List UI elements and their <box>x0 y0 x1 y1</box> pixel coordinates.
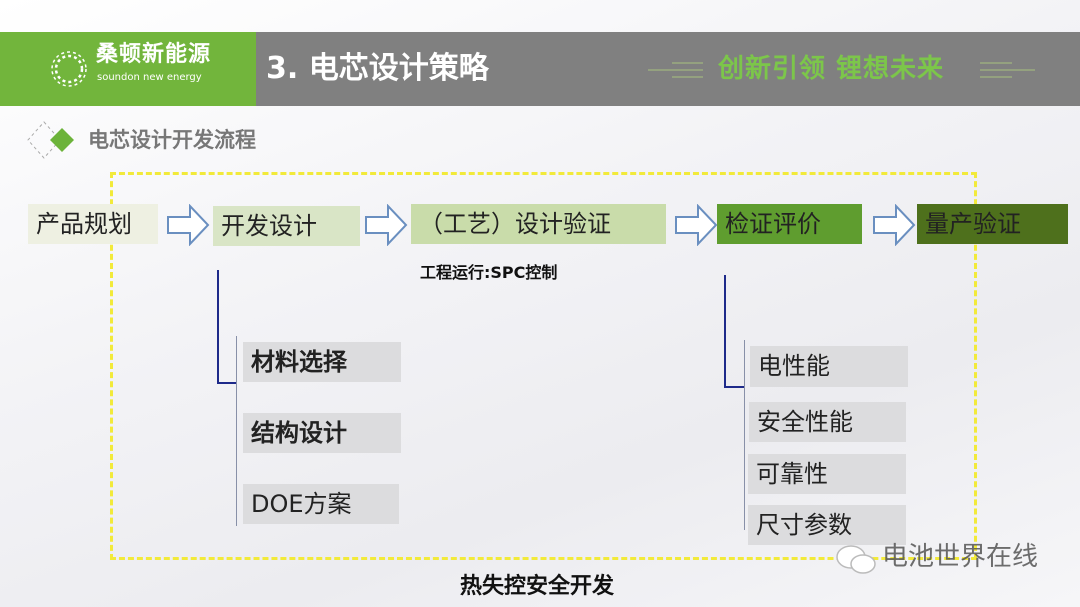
slogan-lines-right-icon <box>980 62 1035 78</box>
design-item: 结构设计 <box>243 413 401 453</box>
logo-sun-icon <box>51 51 87 87</box>
section-title: 电芯设计开发流程 <box>88 128 256 152</box>
bracket-line <box>724 275 726 388</box>
slogan: 创新引领 锂想未来 <box>718 54 945 84</box>
flow-step-product-planning: 产品规划 <box>28 204 158 244</box>
watermark: 电池世界在线 <box>882 542 1039 572</box>
header-title-bar <box>256 32 1080 106</box>
arrow-right-icon <box>167 204 210 246</box>
bracket-line <box>744 340 745 530</box>
diamond-bullet-icon <box>27 121 74 159</box>
bracket-line <box>217 382 237 384</box>
slogan-lines-left-icon <box>648 62 703 78</box>
logo-text: 桑顿新能源 <box>96 42 212 67</box>
eval-item: 安全性能 <box>749 402 906 442</box>
process-note: 工程运行:SPC控制 <box>420 263 558 282</box>
bracket-line <box>217 270 219 384</box>
flow-step-development-design: 开发设计 <box>213 206 360 246</box>
bracket-line <box>724 386 744 388</box>
footer-title: 热失控安全开发 <box>460 574 615 599</box>
bracket-line <box>236 336 237 526</box>
eval-item: 尺寸参数 <box>748 505 906 545</box>
flow-step-process-design-verification: （工艺）设计验证 <box>411 204 666 244</box>
header-brand-bar <box>0 32 256 106</box>
design-item: 材料选择 <box>243 342 401 382</box>
flow-step-mass-production-verification: 量产验证 <box>917 204 1068 244</box>
dashed-frame <box>110 172 977 560</box>
arrow-right-icon <box>675 204 718 246</box>
design-item: DOE方案 <box>243 484 399 524</box>
arrow-right-icon <box>873 204 916 246</box>
eval-item: 可靠性 <box>748 454 906 494</box>
wechat-icon <box>836 545 876 574</box>
arrow-right-icon <box>365 204 408 246</box>
logo-subtext: soundon new energy <box>97 72 202 83</box>
eval-item: 电性能 <box>750 346 908 387</box>
page-title: 3. 电芯设计策略 <box>266 51 489 86</box>
flow-step-verification-evaluation: 检证评价 <box>717 204 862 244</box>
